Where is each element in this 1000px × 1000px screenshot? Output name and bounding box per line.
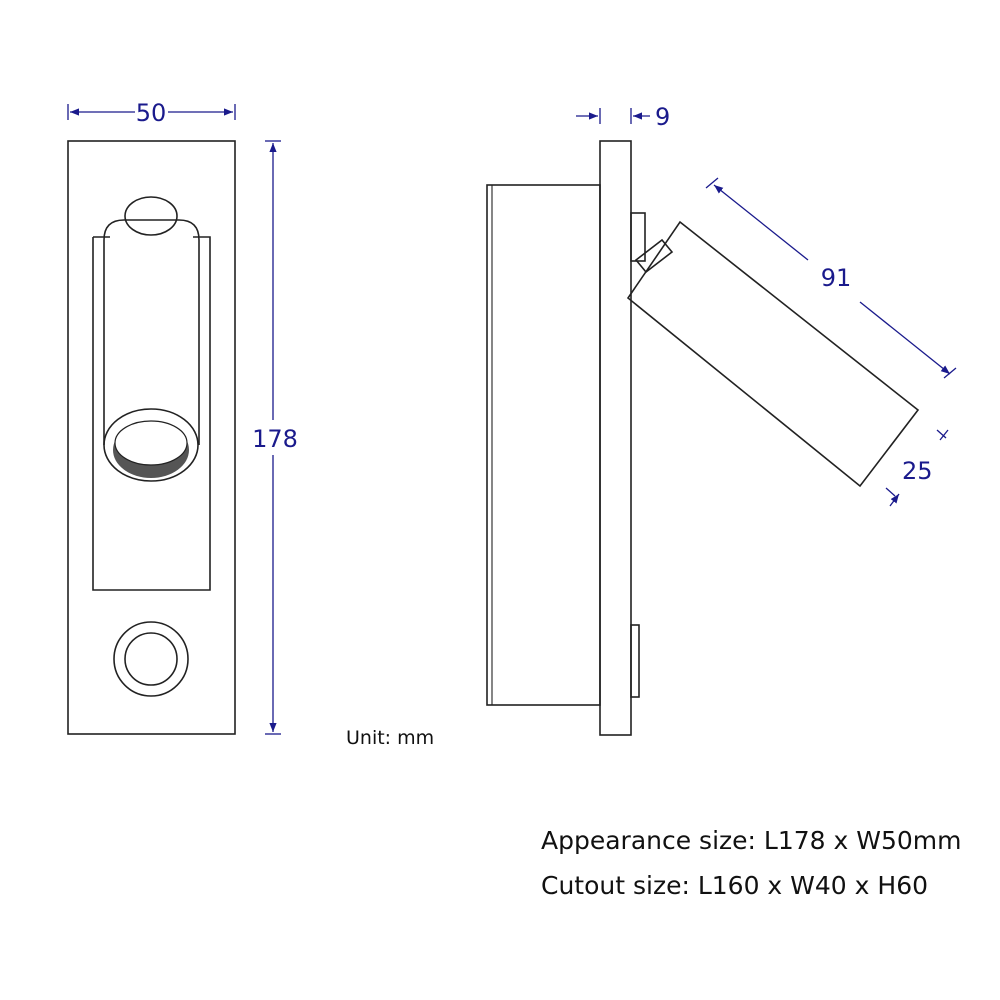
front-plate-outline <box>67 140 236 735</box>
lamp-diameter-tick-bottom <box>885 487 896 497</box>
width-dimension: 50 <box>67 99 236 127</box>
lamp-tube <box>103 219 200 445</box>
side-pivot-bracket <box>630 212 646 262</box>
side-view <box>486 140 920 736</box>
side-plate <box>599 140 632 736</box>
lamp-lens-inner <box>114 420 188 466</box>
lamp-head-outer <box>103 408 199 482</box>
height-dim-label: 178 <box>252 425 298 453</box>
depth-dimension: 9 <box>576 103 670 131</box>
front-view <box>67 140 236 735</box>
unit-note: Unit: mm <box>346 727 434 749</box>
lamp-length-line-start <box>713 184 809 261</box>
lamp-diameter-line-top <box>939 429 949 441</box>
switch-button-outer <box>113 621 189 697</box>
width-dim-label: 50 <box>136 99 167 127</box>
lamp-length-tick-start <box>705 177 719 189</box>
lamp-diameter-tick-top <box>936 429 947 439</box>
lamp-diameter-line-bottom <box>889 493 900 507</box>
side-box-body <box>486 184 601 706</box>
depth-dim-label: 9 <box>655 103 670 131</box>
lamp-length-line-end <box>859 301 951 375</box>
lamp-length-tick-end <box>943 367 957 379</box>
appearance-size-text: Appearance size: L178 x W50mm <box>541 826 961 855</box>
lamp-length-label: 91 <box>821 264 852 292</box>
side-switch-tab <box>630 624 640 698</box>
recess-channel <box>92 236 211 591</box>
cutout-size-text: Cutout size: L160 x W40 x H60 <box>541 871 928 900</box>
lamp-diameter-label: 25 <box>902 457 933 485</box>
lamp-diameter-dimension: 25 <box>885 429 949 507</box>
pivot-knob <box>124 196 178 236</box>
switch-button-inner <box>124 632 178 686</box>
side-pivot-arm <box>634 238 674 274</box>
lamp-length-dimension: 91 <box>705 177 957 379</box>
side-lamp-tube <box>626 220 920 488</box>
height-dimension: 178 <box>252 140 298 735</box>
